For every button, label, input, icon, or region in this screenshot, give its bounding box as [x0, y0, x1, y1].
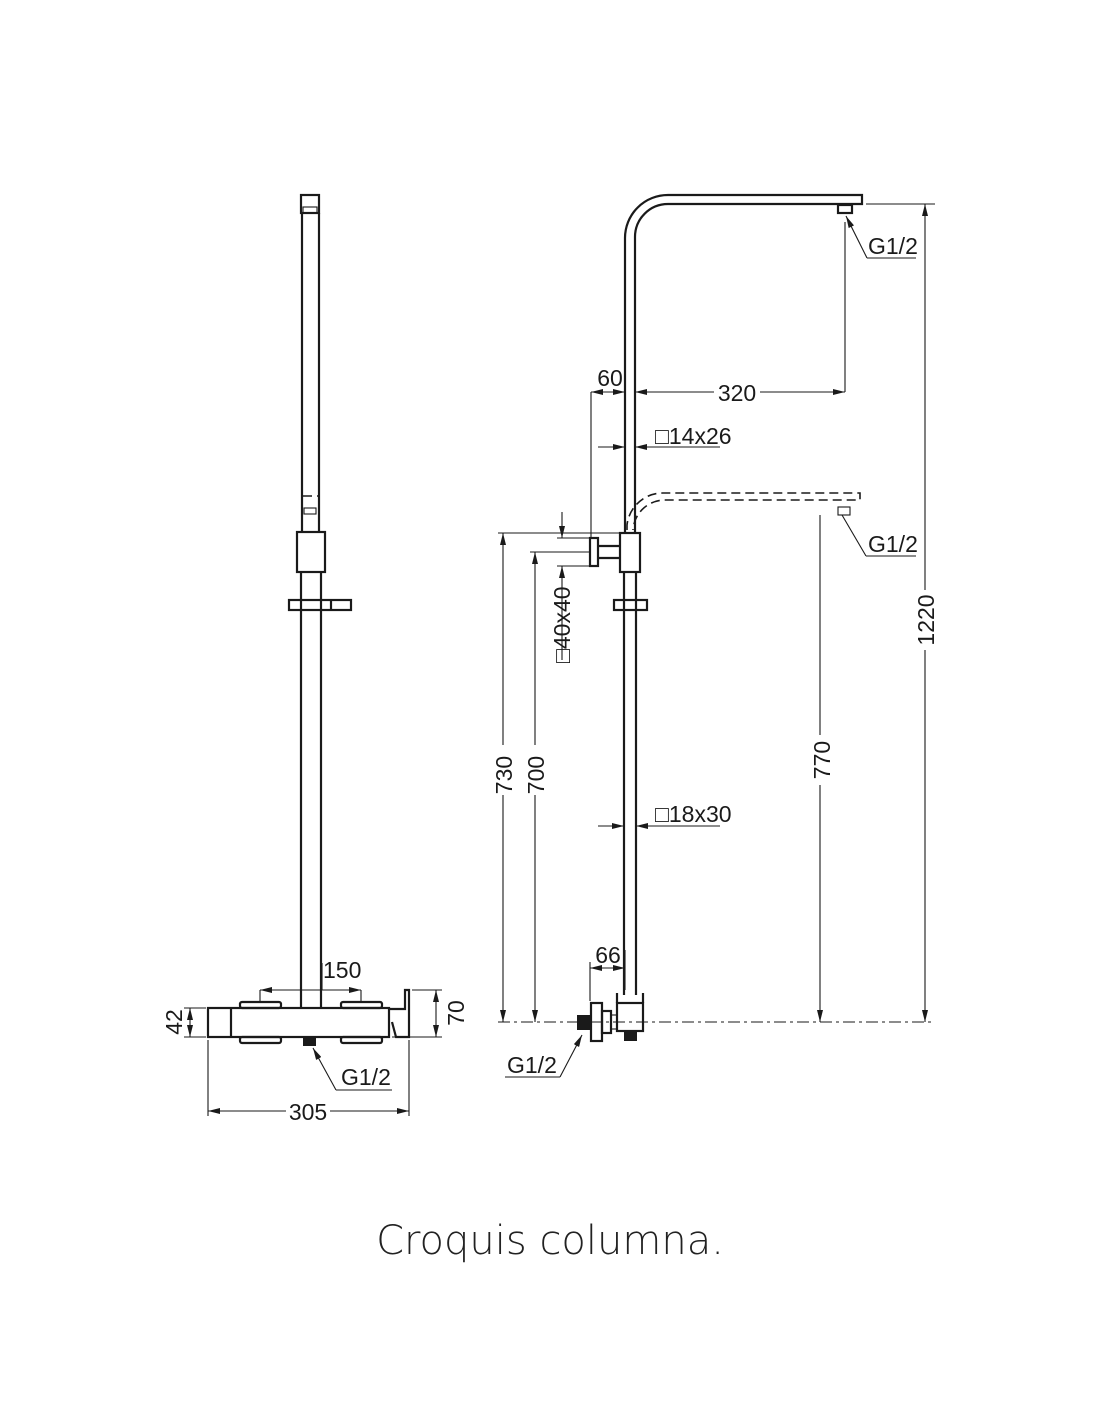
front-connection-label: G1/2	[341, 1064, 391, 1090]
dim-730: 730	[491, 756, 517, 794]
dim-outlet-offset: 66	[595, 942, 621, 968]
dim-1220: 1220	[913, 594, 939, 645]
outlet-fitting	[615, 1001, 645, 1033]
dim-lower-tube: □18x30	[655, 801, 732, 827]
dim-width: 305	[289, 1099, 327, 1125]
dim-total-height: 70	[443, 1000, 469, 1026]
side-view: 1220 G1/2 320 60 □14x26 □18x30 G1/2 770 …	[490, 193, 939, 1078]
holder-block	[295, 530, 327, 574]
head-connection-label: G1/2	[868, 233, 918, 259]
dim-handle-spacing: 150	[323, 957, 361, 983]
caption: Croquis columna.	[376, 1218, 724, 1264]
dim-770: 770	[809, 741, 835, 779]
inlet-connection-label: G1/2	[507, 1052, 557, 1078]
dim-700: 700	[523, 756, 549, 794]
diverter-knob	[588, 536, 600, 568]
dim-wall-offset: 60	[597, 365, 623, 391]
dim-upper-tube: □14x26	[655, 423, 732, 449]
mixer-body	[206, 1006, 391, 1039]
side-holder-block	[618, 531, 642, 574]
head-connection-low-label: G1/2	[868, 531, 918, 557]
slider-bar	[287, 598, 353, 612]
front-view: 150 70 42 305 G1/2	[161, 193, 469, 1125]
dim-arm-length: 320	[718, 380, 756, 406]
dim-holder: □40x40	[549, 586, 575, 663]
dim-body-height: 42	[161, 1009, 187, 1035]
